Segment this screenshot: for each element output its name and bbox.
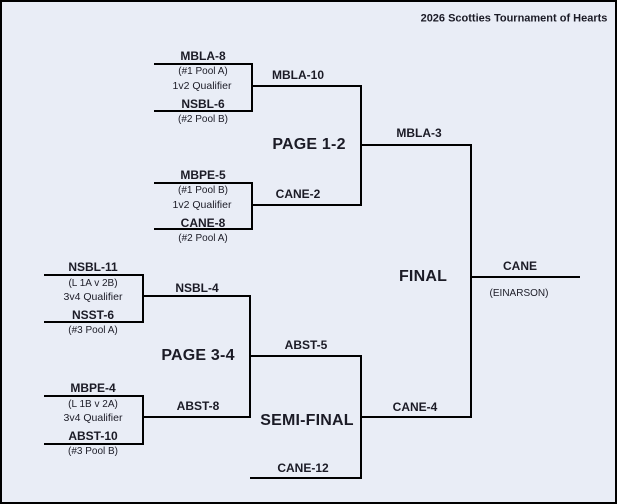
bracket-line-horizontal bbox=[250, 477, 362, 479]
bracket-line-horizontal bbox=[249, 355, 362, 357]
qualifier-label: 1v2 Qualifier bbox=[172, 79, 232, 92]
champion-label: CANE bbox=[502, 259, 538, 273]
bracket-line-horizontal bbox=[251, 85, 362, 87]
round-label-semifinal: SEMI-FINAL bbox=[260, 412, 354, 429]
champion-skip-label: (EINARSON) bbox=[489, 288, 549, 299]
team-label: ABST-10 bbox=[68, 429, 118, 443]
team-label: MBPE-4 bbox=[70, 381, 116, 395]
bracket-line-horizontal bbox=[360, 144, 472, 146]
bracket-line-horizontal bbox=[142, 295, 251, 297]
bracket-line-vertical bbox=[142, 274, 144, 323]
bracket-line-horizontal bbox=[44, 443, 144, 445]
bracket-line-horizontal bbox=[470, 276, 580, 278]
bracket-line-horizontal bbox=[251, 204, 362, 206]
seed-label: (#1 Pool A) bbox=[178, 66, 228, 77]
game-winner-label: MBLA-3 bbox=[396, 126, 442, 140]
bracket-line-horizontal bbox=[154, 228, 253, 230]
game-winner-label: NSBL-4 bbox=[175, 281, 219, 295]
bracket-line-horizontal bbox=[142, 416, 251, 418]
game-winner-label: ABST-8 bbox=[176, 399, 220, 413]
seed-label: (#3 Pool A) bbox=[68, 325, 118, 336]
bracket-line-horizontal bbox=[154, 110, 253, 112]
round-label-final: FINAL bbox=[398, 268, 448, 285]
semifinal-feed-label: CANE-12 bbox=[277, 461, 329, 475]
seed-label: (#2 Pool B) bbox=[177, 114, 229, 125]
team-label: CANE-8 bbox=[180, 216, 226, 230]
game-winner-label: ABST-5 bbox=[284, 338, 328, 352]
bracket-line-horizontal bbox=[360, 416, 472, 418]
team-label: MBLA-8 bbox=[180, 49, 226, 63]
seed-label: (#2 Pool A) bbox=[178, 233, 228, 244]
bracket-line-horizontal bbox=[44, 274, 144, 276]
team-label: NSBL-6 bbox=[181, 97, 225, 111]
game-winner-label: CANE-2 bbox=[275, 187, 321, 201]
bracket-line-horizontal bbox=[154, 182, 253, 184]
bracket-line-vertical bbox=[470, 144, 472, 418]
team-label: NSBL-11 bbox=[68, 260, 118, 274]
bracket-line-vertical bbox=[142, 395, 144, 445]
seed-label: (L 1A v 2B) bbox=[68, 278, 118, 289]
bracket-line-vertical bbox=[251, 63, 253, 112]
bracket-line-horizontal bbox=[44, 321, 144, 323]
team-label: NSST-6 bbox=[71, 308, 115, 322]
seed-label: (#3 Pool B) bbox=[67, 446, 119, 457]
qualifier-label: 3v4 Qualifier bbox=[63, 411, 123, 424]
bracket-line-horizontal bbox=[44, 395, 144, 397]
page-title: 2026 Scotties Tournament of Hearts bbox=[420, 12, 608, 25]
team-label: MBPE-5 bbox=[180, 168, 226, 182]
round-label-page34: PAGE 3-4 bbox=[161, 347, 235, 364]
bracket-line-vertical bbox=[251, 182, 253, 230]
seed-label: (#1 Pool B) bbox=[177, 185, 229, 196]
seed-label: (L 1B v 2A) bbox=[68, 399, 118, 410]
game-winner-label: CANE-4 bbox=[392, 400, 438, 414]
round-label-page12: PAGE 1-2 bbox=[272, 136, 346, 153]
bracket-line-horizontal bbox=[154, 63, 253, 65]
qualifier-label: 3v4 Qualifier bbox=[63, 290, 123, 303]
qualifier-label: 1v2 Qualifier bbox=[172, 198, 232, 211]
game-winner-label: MBLA-10 bbox=[271, 68, 325, 82]
